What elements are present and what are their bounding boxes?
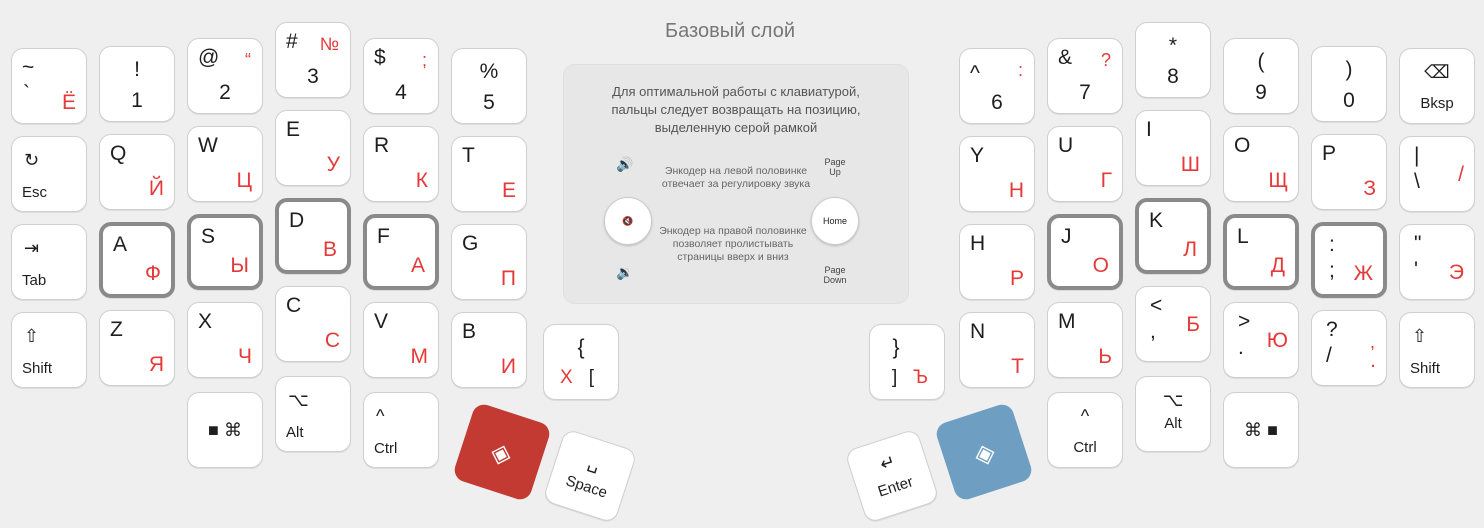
option-icon: ⌥ [1162,390,1184,410]
command-icon: ⌘ [223,420,242,440]
key-esc[interactable]: ↻ Esc [11,136,87,212]
escape-icon: ↻ [24,150,40,170]
key-r[interactable]: R К [363,126,439,202]
key-j[interactable]: J О [1047,214,1123,290]
key-space[interactable]: ␣ Space [542,428,638,524]
right-encoder-home[interactable]: Home [811,197,859,245]
key-alt-left[interactable]: ⌥ Alt [275,376,351,452]
layers-icon: ◈ [487,435,516,471]
key-enter[interactable]: ↵ Enter [844,428,940,524]
key-3[interactable]: # № 3 [275,22,351,98]
key-o[interactable]: O Щ [1223,126,1299,202]
key-q[interactable]: Q Й [99,134,175,210]
key-p[interactable]: P З [1311,134,1387,210]
key-w[interactable]: W Ц [187,126,263,202]
key-i[interactable]: I Ш [1135,110,1211,186]
info-panel: Для оптимальной работы с клавиатурой, па… [563,64,909,304]
page-up-label: Page Up [824,157,846,177]
right-encoder-note: Энкодер на правой половинке позволяет пр… [659,225,807,263]
key-s[interactable]: S Ы [187,214,263,290]
key-comma[interactable]: < , Б [1135,286,1211,362]
key-h[interactable]: H Р [959,224,1035,300]
caret-up-icon: ^ [1080,406,1090,426]
layer-title: Базовый слой [664,20,795,42]
key-right-bracket[interactable]: } ] Ъ [869,324,945,400]
command-icon: ⌘ [1244,420,1263,440]
key-b[interactable]: B И [451,312,527,388]
key-alt-right[interactable]: ⌥ Alt [1135,376,1211,452]
page-down-label: Page Down [823,265,847,285]
key-ctrl-right[interactable]: ^ Ctrl [1047,392,1123,468]
key-cmd-left[interactable]: ■ ⌘ [187,392,263,468]
key-8[interactable]: * 8 [1135,22,1211,98]
key-tilde[interactable]: ~ ` Ё [11,48,87,124]
volume-down-icon: 🔉 [616,264,634,280]
key-ctrl-left[interactable]: ^ Ctrl [363,392,439,468]
volume-up-icon: 🔊 [616,156,634,172]
info-intro: Для оптимальной работы с клавиатурой, па… [611,84,861,135]
left-encoder-note: Энкодер на левой половинке отвечает за р… [661,165,811,190]
key-quote[interactable]: " ' Э [1399,224,1475,300]
key-7[interactable]: & ? 7 [1047,38,1123,114]
key-x[interactable]: X Ч [187,302,263,378]
key-period[interactable]: > . Ю [1223,302,1299,378]
key-f[interactable]: F А [363,214,439,290]
key-m[interactable]: M Ь [1047,302,1123,378]
key-k[interactable]: K Л [1135,198,1211,274]
key-t[interactable]: T Е [451,136,527,212]
key-cmd-right[interactable]: ⌘ ■ [1223,392,1299,468]
key-slash[interactable]: ? / , . [1311,310,1387,386]
key-pipe[interactable]: | \ / [1399,136,1475,212]
key-z[interactable]: Z Я [99,310,175,386]
key-9[interactable]: ( 9 [1223,38,1299,114]
key-a[interactable]: A Ф [99,222,175,298]
key-6[interactable]: ^ : 6 [959,48,1035,124]
key-c[interactable]: C С [275,286,351,362]
key-y[interactable]: Y Н [959,136,1035,212]
shift-icon: ⇧ [24,326,40,346]
key-g[interactable]: G П [451,224,527,300]
tab-arrow-icon: ⇥ [24,238,40,258]
key-4[interactable]: $ ; 4 [363,38,439,114]
key-tab[interactable]: ⇥ Tab [11,224,87,300]
backspace-icon: ⌫ [1424,62,1450,82]
shift-icon: ⇧ [1412,326,1428,346]
layer-key-right[interactable]: ◈ [933,401,1035,503]
key-1[interactable]: ! 1 [99,46,175,122]
windows-icon: ■ [208,420,219,440]
windows-icon: ■ [1267,420,1278,440]
key-left-bracket[interactable]: { Х [ [543,324,619,400]
key-shift-right[interactable]: ⇧ Shift [1399,312,1475,388]
layers-icon: ◈ [970,435,999,471]
key-2[interactable]: @ “ 2 [187,38,263,114]
key-u[interactable]: U Г [1047,126,1123,202]
key-l[interactable]: L Д [1223,214,1299,290]
caret-up-icon: ^ [376,406,385,426]
key-v[interactable]: V М [363,302,439,378]
mute-icon: 🔇 [622,216,634,226]
key-backspace[interactable]: ⌫ Bksp [1399,48,1475,124]
layer-key-left[interactable]: ◈ [451,401,553,503]
key-5[interactable]: % 5 [451,48,527,124]
key-n[interactable]: N Т [959,312,1035,388]
key-shift-left[interactable]: ⇧ Shift [11,312,87,388]
left-encoder-mute[interactable]: 🔇 [604,197,652,245]
option-icon: ⌥ [288,390,309,410]
key-semicolon[interactable]: : ; Ж [1311,222,1387,298]
key-0[interactable]: ) 0 [1311,46,1387,122]
key-e[interactable]: E У [275,110,351,186]
key-d[interactable]: D В [275,198,351,274]
